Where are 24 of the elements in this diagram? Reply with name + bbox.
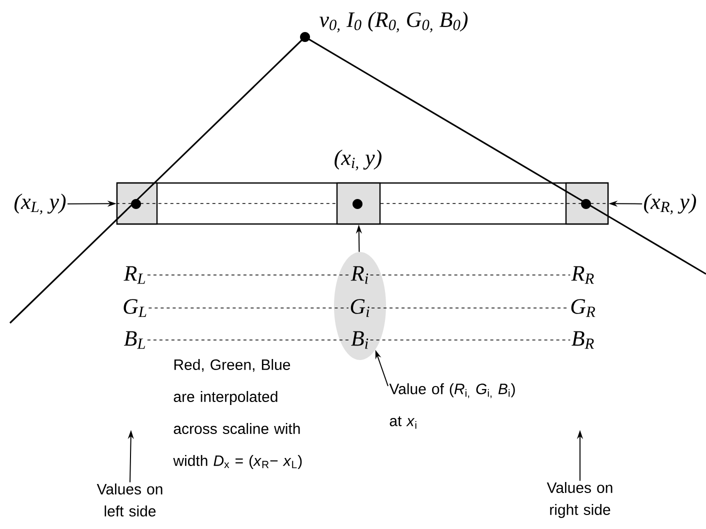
- highlight-ellipse: [334, 252, 386, 360]
- note-text: Red, Green, Blue are interpolated across scaline with width D$_{x}$ = (x$_{R}$− x$_{L}$): [173, 359, 302, 469]
- value-label: G$_{i}$: [350, 299, 370, 317]
- dashed-guide: [116, 203, 337, 204]
- caption-text: Values on right side: [546, 482, 612, 518]
- caption-text: Values on left side: [96, 483, 162, 516]
- value-label: (x$_{L,}$ y): [14, 194, 66, 214]
- value-label: G$_{L}$: [124, 299, 146, 317]
- pixel-cell: [336, 182, 381, 225]
- pixel-cell: [116, 182, 158, 225]
- coordinate-label: (x$_{i,}$ y): [334, 150, 382, 170]
- value-label: (x$_{R,}$ y): [644, 194, 696, 214]
- value-label: R$_{i}$: [350, 266, 368, 284]
- value-label: B$_{R}$: [572, 331, 594, 349]
- callout-text: Value of (R$_{i,}$ G$_{i,}$ B$_{i}$) at x$_{i}$: [389, 383, 515, 429]
- value-label: G$_{R}$: [571, 299, 596, 317]
- value-label: R$_{L}$: [124, 266, 146, 284]
- value-label: B$_{L}$: [124, 331, 146, 349]
- dashed-guide: [147, 274, 350, 276]
- vertex-label: v$_{0,}$ I$_{0}$ (R$_{0,}$ G$_{0,}$ B$_{0}$): [320, 12, 468, 32]
- dashed-guide: [370, 274, 570, 276]
- pixel-cell: [565, 182, 609, 225]
- value-label: R$_{R}$: [571, 266, 594, 284]
- value-label: B$_{i}$: [351, 331, 368, 349]
